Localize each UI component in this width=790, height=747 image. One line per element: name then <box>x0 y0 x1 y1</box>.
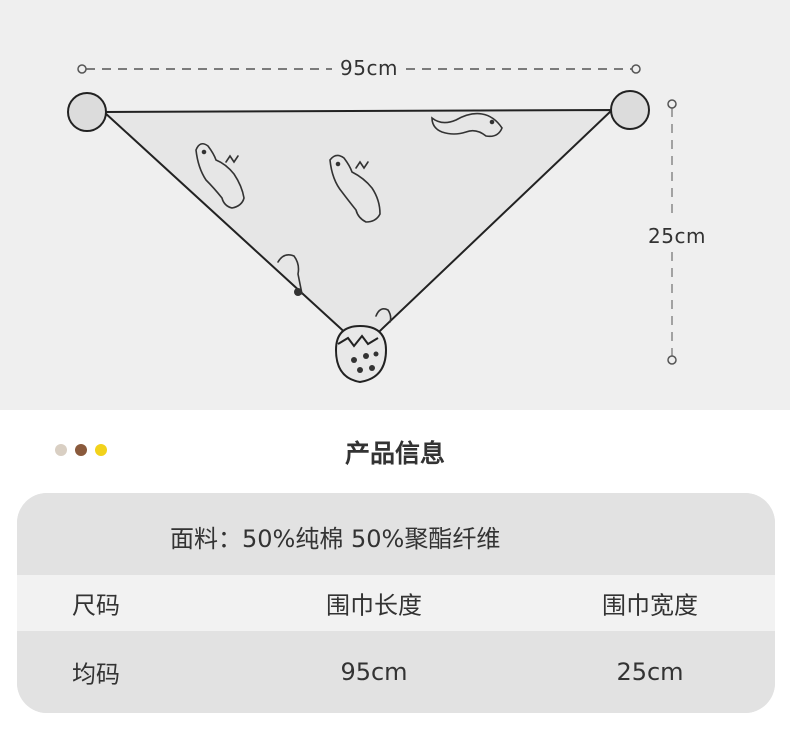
left-snap-button <box>67 92 107 132</box>
dinosaur-icon <box>277 254 303 296</box>
right-snap-button <box>610 90 650 130</box>
bib-illustration <box>67 64 677 384</box>
height-dimension-label: 25cm <box>646 220 708 252</box>
dot-beige <box>55 444 67 456</box>
dinosaur-icon <box>431 112 503 138</box>
dinosaur-icon <box>375 308 392 323</box>
decorative-dots <box>55 444 107 456</box>
product-diagram: 95cm 25cm <box>0 0 790 410</box>
header-length: 围巾长度 <box>326 591 422 620</box>
header-size: 尺码 <box>72 591 120 620</box>
table-header-row: 尺码 围巾长度 围巾宽度 <box>17 575 775 631</box>
section-title: 产品信息 <box>344 439 445 468</box>
cell-size: 均码 <box>72 660 120 689</box>
table-row: 均码 95cm 25cm <box>17 631 775 713</box>
dot-brown <box>75 444 87 456</box>
cell-length: 95cm <box>340 658 408 686</box>
cell-width: 25cm <box>616 658 684 686</box>
dot-yellow <box>95 444 107 456</box>
dinosaur-icon <box>329 154 381 223</box>
height-dimension-line <box>667 99 677 365</box>
material-row: 面料：50%纯棉 50%聚酯纤维 <box>17 493 775 575</box>
product-info-table: 面料：50%纯棉 50%聚酯纤维 尺码 围巾长度 围巾宽度 均码 95cm 25… <box>17 493 775 713</box>
dinosaur-icon <box>195 142 245 209</box>
bib-fabric <box>101 108 615 350</box>
header-width: 围巾宽度 <box>602 591 698 620</box>
width-dimension-label: 95cm <box>332 56 406 80</box>
strawberry-icon <box>334 324 388 384</box>
material-text: 面料：50%纯棉 50%聚酯纤维 <box>170 525 501 553</box>
